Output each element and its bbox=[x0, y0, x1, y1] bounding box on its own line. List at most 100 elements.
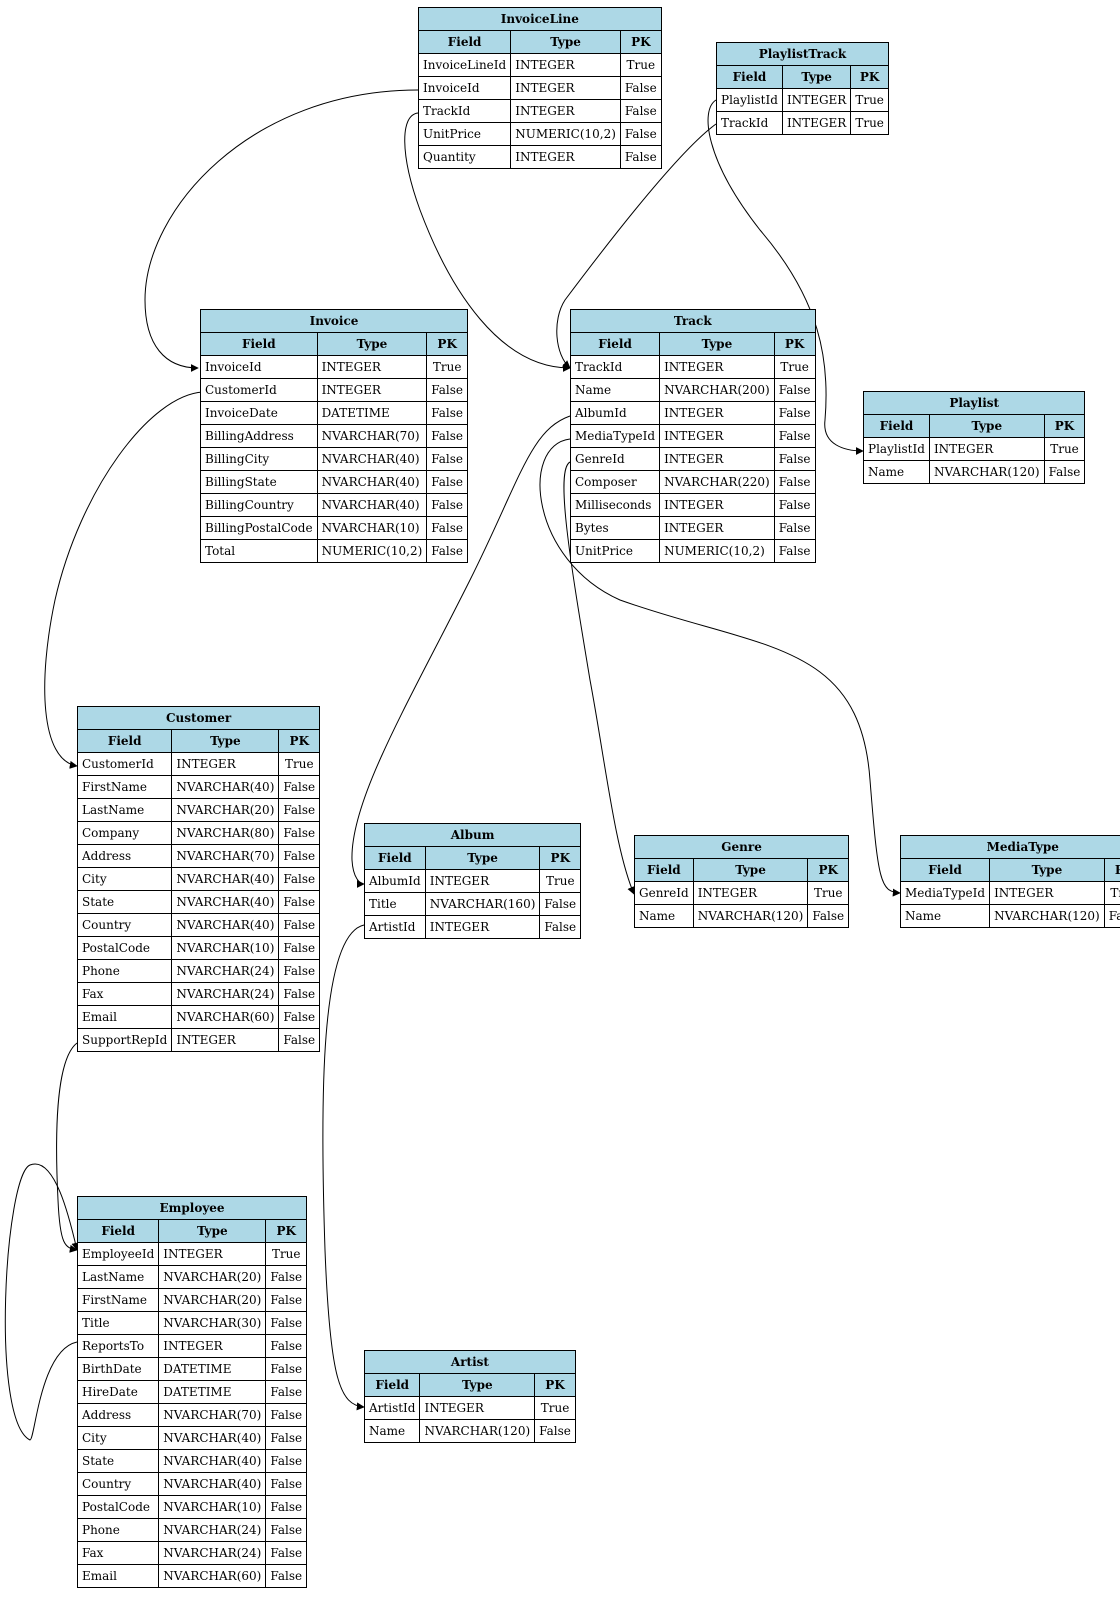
artist-title: Artist bbox=[364, 1350, 576, 1374]
employee-column-header: PK bbox=[265, 1219, 308, 1243]
mediatype-column-header: Field bbox=[899, 858, 991, 882]
invoice-field-cell: BillingCity bbox=[200, 447, 318, 471]
employee-type-cell: NVARCHAR(20) bbox=[158, 1265, 267, 1289]
employee-type-cell: INTEGER bbox=[158, 1242, 267, 1266]
invoice-type-cell: INTEGER bbox=[316, 378, 428, 402]
employee-title: Employee bbox=[76, 1196, 308, 1220]
track-column-header: PK bbox=[773, 332, 816, 356]
genre-field-cell: Name bbox=[634, 904, 694, 928]
track-type-cell: INTEGER bbox=[659, 447, 775, 471]
invoice-pk-cell: True bbox=[426, 355, 469, 379]
mediatype-title: MediaType bbox=[900, 835, 1120, 859]
mediatype-field-cell: Name bbox=[899, 904, 991, 928]
track-type-cell: INTEGER bbox=[659, 355, 775, 379]
invoiceline-type-cell: INTEGER bbox=[510, 53, 621, 77]
album-field-cell: Title bbox=[364, 892, 426, 916]
genre-title: Genre bbox=[633, 835, 850, 859]
invoice-type-cell: NVARCHAR(40) bbox=[316, 447, 428, 471]
employee-pk-cell: False bbox=[265, 1564, 308, 1588]
employee-field-cell: Title bbox=[76, 1311, 160, 1335]
album-pk-cell: False bbox=[539, 892, 582, 916]
customer-column-header: Type bbox=[171, 729, 280, 753]
employee-type-cell: NVARCHAR(24) bbox=[158, 1541, 267, 1565]
mediatype-column-header: Type bbox=[989, 858, 1105, 882]
track-field-cell: Name bbox=[569, 378, 661, 402]
invoiceline-pk-cell: False bbox=[619, 76, 662, 100]
employee-field-cell: Phone bbox=[76, 1518, 160, 1542]
invoiceline-column-header: Field bbox=[417, 30, 512, 54]
customer-type-cell: NVARCHAR(40) bbox=[171, 867, 280, 891]
employee-pk-cell: False bbox=[265, 1265, 308, 1289]
invoiceline-column-header: PK bbox=[619, 30, 662, 54]
customer-pk-cell: True bbox=[278, 752, 321, 776]
invoiceline-field-cell: InvoiceId bbox=[417, 76, 512, 100]
employee-pk-cell: False bbox=[265, 1518, 308, 1542]
album-field-cell: ArtistId bbox=[364, 915, 426, 939]
customer-pk-cell: False bbox=[278, 775, 321, 799]
employee-pk-cell: False bbox=[265, 1357, 308, 1381]
employee-type-cell: NVARCHAR(40) bbox=[158, 1472, 267, 1496]
customer-field-cell: PostalCode bbox=[76, 936, 173, 960]
playlisttrack-pk-cell: True bbox=[850, 88, 889, 112]
playlisttrack-pk-cell: True bbox=[850, 111, 889, 135]
invoiceline-pk-cell: True bbox=[619, 53, 662, 77]
playlist-title: Playlist bbox=[862, 391, 1086, 415]
entity-mediatype: MediaTypeFieldTypePKMediaTypeIdINTEGERTr… bbox=[899, 835, 1120, 928]
album-column-header: Type bbox=[424, 846, 541, 870]
invoice-field-cell: CustomerId bbox=[200, 378, 318, 402]
playlist-column-header: PK bbox=[1043, 414, 1086, 438]
employee-type-cell: NVARCHAR(10) bbox=[158, 1495, 267, 1519]
genre-type-cell: INTEGER bbox=[692, 881, 809, 905]
employee-type-cell: NVARCHAR(70) bbox=[158, 1403, 267, 1427]
track-pk-cell: False bbox=[773, 424, 816, 448]
employee-field-cell: State bbox=[76, 1449, 160, 1473]
customer-pk-cell: False bbox=[278, 890, 321, 914]
invoice-type-cell: NVARCHAR(40) bbox=[316, 493, 428, 517]
customer-title: Customer bbox=[76, 706, 321, 730]
invoice-column-header: PK bbox=[426, 332, 469, 356]
playlisttrack-column-header: Field bbox=[716, 65, 783, 89]
invoice-type-cell: NVARCHAR(10) bbox=[316, 516, 428, 540]
album-column-header: PK bbox=[539, 846, 582, 870]
customer-field-cell: CustomerId bbox=[76, 752, 173, 776]
mediatype-type-cell: NVARCHAR(120) bbox=[989, 904, 1105, 928]
customer-pk-cell: False bbox=[278, 844, 321, 868]
genre-field-cell: GenreId bbox=[634, 881, 694, 905]
artist-type-cell: INTEGER bbox=[419, 1396, 536, 1420]
customer-field-cell: SupportRepId bbox=[76, 1028, 173, 1052]
customer-type-cell: NVARCHAR(70) bbox=[171, 844, 280, 868]
artist-pk-cell: True bbox=[534, 1396, 576, 1420]
track-type-cell: INTEGER bbox=[659, 401, 775, 425]
invoice-field-cell: InvoiceId bbox=[200, 355, 318, 379]
customer-pk-cell: False bbox=[278, 913, 321, 937]
employee-field-cell: Fax bbox=[76, 1541, 160, 1565]
employee-type-cell: NVARCHAR(24) bbox=[158, 1518, 267, 1542]
album-pk-cell: True bbox=[539, 869, 582, 893]
invoice-pk-cell: False bbox=[426, 516, 469, 540]
playlisttrack-field-cell: TrackId bbox=[716, 111, 783, 135]
